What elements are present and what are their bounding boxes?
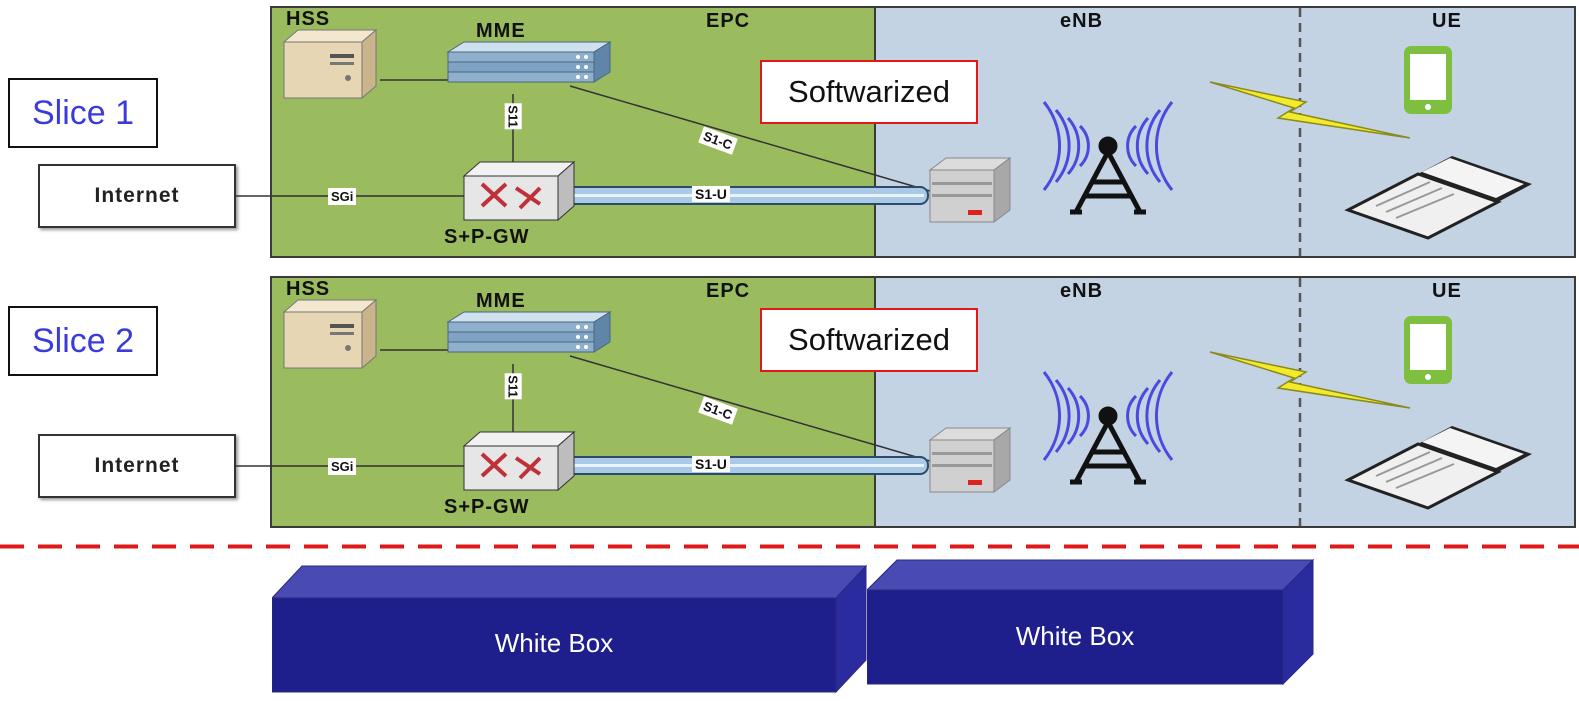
hss-label: HSS bbox=[286, 278, 331, 300]
enb-server-icon bbox=[928, 157, 1012, 223]
internet-box: Internet bbox=[38, 164, 236, 228]
softwarized-label: Softwarized bbox=[760, 60, 978, 124]
server-rack-icon bbox=[446, 311, 612, 353]
gw-label: S+P-GW bbox=[444, 496, 530, 518]
laptop-icon bbox=[1344, 156, 1532, 240]
white-box-2-label: White Box bbox=[1015, 621, 1135, 651]
s1u-link-label: S1-U bbox=[692, 456, 730, 472]
white-box-1-label: White Box bbox=[494, 628, 614, 658]
slice-2-network-drawing bbox=[236, 278, 1532, 526]
slice-2-panel: HSS MME EPC eNB UE S+P-GW S11 S1-C S1-U … bbox=[236, 276, 1576, 528]
s1c-link bbox=[569, 355, 931, 462]
smartphone-icon bbox=[1404, 46, 1452, 114]
sgi-link-label: SGi bbox=[328, 458, 357, 475]
mme-label: MME bbox=[476, 20, 526, 42]
smartphone-icon bbox=[1404, 316, 1452, 384]
epc-title: EPC bbox=[706, 280, 751, 302]
slice-1-panel: HSS MME EPC eNB UE S+P-GW S11 S1-C S1-U … bbox=[236, 6, 1576, 258]
enb-title: eNB bbox=[1060, 280, 1104, 302]
ue-title: UE bbox=[1432, 10, 1462, 32]
slice-2-label: Slice 2 bbox=[8, 306, 158, 376]
softwarized-label: Softwarized bbox=[760, 308, 978, 372]
s11-link-label: S11 bbox=[504, 103, 522, 130]
white-box-2 bbox=[867, 558, 1315, 686]
server-icon bbox=[282, 298, 378, 370]
gw-label: S+P-GW bbox=[444, 226, 530, 248]
mme-label: MME bbox=[476, 290, 526, 312]
lightning-icon bbox=[1209, 351, 1411, 409]
server-icon bbox=[282, 28, 378, 100]
router-icon bbox=[462, 160, 576, 222]
ue-title: UE bbox=[1432, 280, 1462, 302]
slice-1-label: Slice 1 bbox=[8, 78, 158, 148]
s1u-link-label: S1-U bbox=[692, 186, 730, 202]
s11-link-label: S11 bbox=[504, 373, 522, 400]
server-rack-icon bbox=[446, 41, 612, 83]
internet-box: Internet bbox=[38, 434, 236, 498]
antenna-tower-icon bbox=[1042, 101, 1174, 191]
enb-server-icon bbox=[928, 427, 1012, 493]
hss-label: HSS bbox=[286, 8, 331, 30]
hardware-software-divider bbox=[0, 544, 1579, 549]
epc-title: EPC bbox=[706, 10, 751, 32]
slice-1-network-drawing bbox=[236, 8, 1532, 256]
antenna-tower-icon bbox=[1042, 371, 1174, 461]
enb-title: eNB bbox=[1060, 10, 1104, 32]
laptop-icon bbox=[1344, 426, 1532, 510]
white-box-1 bbox=[272, 564, 868, 694]
s1c-link bbox=[569, 85, 931, 192]
lightning-icon bbox=[1209, 81, 1411, 139]
router-icon bbox=[462, 430, 576, 492]
sgi-link-label: SGi bbox=[328, 188, 357, 205]
